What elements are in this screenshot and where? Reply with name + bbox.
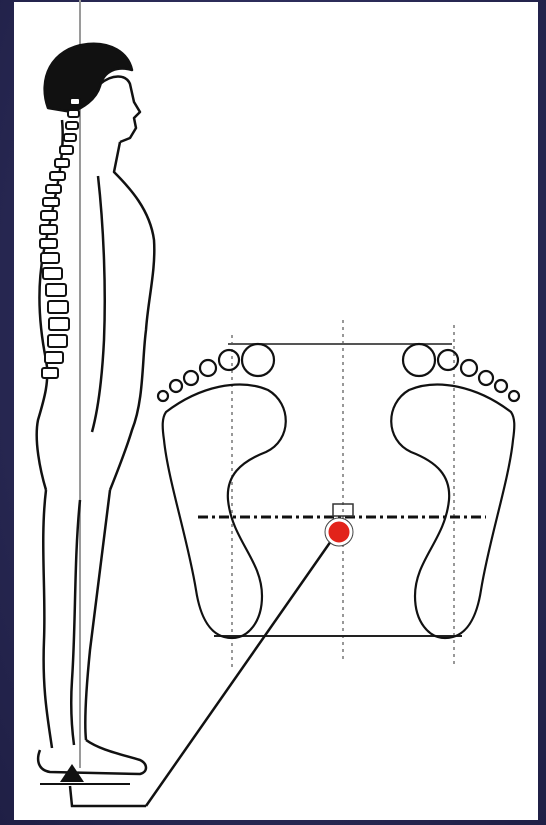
arm (92, 176, 105, 432)
right-big-toe (403, 344, 435, 376)
right-toe-5 (495, 380, 507, 392)
leg-back (43, 490, 52, 748)
left-toe-5 (170, 380, 182, 392)
leg-front (85, 490, 110, 740)
front-outline (110, 142, 154, 490)
right-toe-2 (438, 350, 458, 370)
left-sole (163, 385, 286, 638)
right-toe-6 (509, 391, 519, 401)
vertebra (46, 185, 61, 193)
left-toe-4 (184, 371, 198, 385)
head-face (100, 77, 140, 143)
vertebra (42, 368, 58, 378)
vertebra (43, 198, 59, 206)
right-sole (391, 385, 514, 638)
vertebra (40, 225, 57, 234)
pressure-leader-line (146, 531, 338, 806)
right-toe-3 (461, 360, 477, 376)
footprints-diagram (146, 320, 519, 806)
vertebra (60, 146, 73, 154)
vertebra (64, 134, 76, 141)
vertebra (55, 159, 69, 167)
left-toe-2 (219, 350, 239, 370)
spine (40, 98, 80, 378)
vertebra (49, 318, 69, 330)
left-toe-6 (158, 391, 168, 401)
left-toe-3 (200, 360, 216, 376)
right-footprint (391, 344, 519, 638)
vertebra (41, 253, 59, 263)
standing-figure (37, 44, 155, 774)
leader-base (70, 786, 146, 806)
vertebra (48, 335, 67, 347)
vertebra (45, 352, 63, 363)
vertebra (68, 110, 79, 117)
foot (38, 740, 146, 774)
vertebra (50, 172, 65, 180)
center-of-pressure-dot (327, 520, 351, 544)
left-footprint (158, 344, 286, 638)
vertebra (46, 284, 66, 296)
vertebra (70, 98, 80, 105)
vertebra (40, 239, 57, 248)
leg-inner (71, 500, 80, 745)
head-hair (45, 44, 132, 112)
left-big-toe (242, 344, 274, 376)
vertebra (41, 211, 57, 220)
vertebra (43, 268, 62, 279)
vertebra (66, 122, 78, 129)
vertebra (48, 301, 68, 313)
right-toe-4 (479, 371, 493, 385)
